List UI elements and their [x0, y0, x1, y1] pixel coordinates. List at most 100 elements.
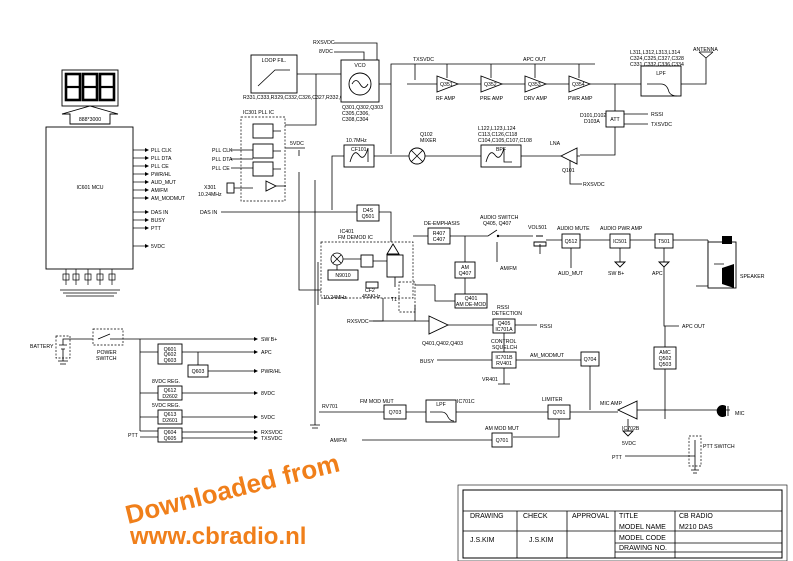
t501: T501 APC	[652, 233, 709, 287]
tb-sign-drawing: J.S.KIM	[470, 537, 495, 544]
reg5-label: 8VDC REG.	[152, 379, 180, 385]
mcu-pin-5: AM/FM	[151, 188, 168, 194]
svg-text:MIXER: MIXER	[420, 138, 437, 144]
audio-mute-block: Q512	[565, 239, 578, 245]
ptt-switch: PTT PTT SWITCH	[612, 435, 735, 474]
svg-text:Q601: Q601	[164, 347, 177, 353]
lpf-top-parts-2: C324,C325,C327,C328	[630, 56, 684, 62]
svg-text:SQUELCH: SQUELCH	[492, 345, 517, 351]
svg-text:IC701A: IC701A	[495, 327, 513, 333]
busy-label: BUSY	[420, 359, 435, 365]
power-ptt: PTT	[128, 433, 139, 439]
title-block: DRAWING CHECK APPROVAL J.S.KIM J.S.KIM T…	[457, 484, 788, 561]
tb-drawing: DRAWING	[470, 513, 504, 520]
power-q601: Q601 Q602 Q603 Q603 8VDC REG. Q612 D2602…	[128, 343, 254, 443]
fm-mod-mut-block: Q703	[389, 410, 402, 416]
tx-stage-0	[436, 75, 460, 93]
lpf-top-block: LPF L311,L312,L313,L314 C324,C325,C327,C…	[615, 50, 707, 97]
tx-stage-name-1: PRE AMP	[480, 96, 504, 102]
svg-text:Q605: Q605	[164, 436, 177, 442]
tb-model-name-label: MODEL NAME	[619, 524, 666, 531]
demod-rxsvdc: RXSVDC	[347, 319, 369, 325]
pll-label: IC301 PLL IC	[243, 110, 274, 116]
tx-stage-id-3: Q354	[572, 82, 585, 88]
svg-text:D4S: D4S	[363, 208, 374, 214]
microphone: MIC	[716, 405, 745, 417]
mcu-pin-9: PTT	[151, 226, 162, 232]
q704-block: Q704	[580, 351, 600, 410]
mcu-pin-0: PLL CLK	[151, 148, 172, 154]
svg-text:Q401: Q401	[465, 296, 478, 302]
vr401-label: VR401	[482, 377, 498, 383]
ptt-switch-label: PTT SWITCH	[703, 444, 735, 450]
mcu-pin-3: PWR/HL	[151, 172, 171, 178]
rx-chain: 10.7MHz CF101 Q102 MIXER BPF L122,L123,L…	[331, 126, 605, 210]
tb-check: CHECK	[523, 513, 548, 520]
lna-label: LNA	[550, 141, 561, 147]
limiter-label: LIMITER	[542, 397, 563, 403]
svg-text:Q407: Q407	[459, 271, 472, 277]
lpf-mod-label: LPF	[436, 402, 446, 408]
pll-block: LOOP FIL. R331,C333,R329,C332,C326,C327,…	[198, 54, 366, 202]
svg-text:D2601: D2601	[162, 418, 177, 424]
power-switch: POWER SWITCH	[92, 328, 254, 431]
svg-text:AM DE-MOD: AM DE-MOD	[456, 302, 487, 308]
svg-text:D101,D102: D101,D102	[580, 113, 606, 119]
am-mod-mut-block: Q701	[496, 438, 509, 444]
tb-model-code-label: MODEL CODE	[619, 535, 666, 542]
tx-stage-1	[480, 75, 504, 93]
power-out-5: RXSVDC	[261, 430, 283, 436]
pll-pin-dta: PLL DTA	[212, 157, 233, 163]
lna-id: Q101	[562, 168, 575, 174]
audio-mute-label: AUDIO MUTE	[557, 226, 590, 232]
mic-amp: MIC AMP IC702B 5VDC	[600, 400, 730, 447]
tx-stage-name-2: DRV AMP	[524, 96, 548, 102]
tx-stage-name-3: PWR AMP	[568, 96, 593, 102]
svg-text:R407: R407	[433, 231, 446, 237]
tx-stage-2	[524, 75, 548, 93]
vol-label: VOL501	[528, 225, 547, 231]
svg-text:C104,C105,C107,C108: C104,C105,C107,C108	[478, 138, 532, 144]
fm-demod-block: IC401 FM DEMOD IC N9010 CF2 455KHz 10.24…	[298, 150, 416, 325]
svg-text:Q405, Q407: Q405, Q407	[483, 221, 511, 227]
t501-apc: APC	[652, 271, 663, 277]
amc-block: APC OUT AMC Q502 Q503	[653, 267, 706, 419]
power-out-2: PWR/HL	[261, 369, 281, 375]
am-demod-block: Q401 AM DE-MOD	[415, 284, 488, 309]
svg-text:IC701B: IC701B	[495, 355, 513, 361]
control-squelch: CONTROL SQUELCH IC701B RV401 BUSY AM_MOD…	[420, 333, 581, 385]
am-fm-bottom: AM/FM	[330, 438, 347, 444]
apc-out-right: APC OUT	[682, 324, 706, 330]
rx-xtal-id: CF101	[351, 147, 367, 153]
das-block: DAS IN D4S Q501	[200, 204, 392, 242]
svg-text:C407: C407	[433, 237, 446, 243]
mcu-pin-8: BUSY	[151, 218, 166, 224]
demod-freq: 10.24MHz	[323, 295, 347, 301]
q704-label: Q704	[584, 357, 597, 363]
tx-stage-name-0: RF AMP	[436, 96, 456, 102]
mcu-pin-7: DAS IN	[151, 210, 169, 216]
att-txsvdc: TXSVDC	[651, 122, 672, 128]
svg-text:Q612: Q612	[164, 388, 177, 394]
mcu-pin-10: 5VDC	[151, 244, 165, 250]
audio-pwr-block: IC501	[613, 239, 627, 245]
lpf-top-parts-1: L311,L312,L313,L314	[630, 50, 680, 56]
svg-text:RV401: RV401	[496, 361, 512, 367]
battery: BATTERY	[30, 335, 93, 365]
watermark-line2: www.cbradio.nl	[129, 523, 306, 550]
am-modmut-label: AM_MODMUT	[530, 353, 565, 359]
svg-text:SWITCH: SWITCH	[96, 356, 117, 362]
vco-parts-1: Q301,Q302,Q303	[342, 105, 383, 111]
power-out-3: 8VDC	[261, 391, 275, 397]
audio-switch: AUDIO SWITCH Q405, Q407 AM/FM	[480, 215, 519, 272]
svg-text:AMC: AMC	[659, 350, 671, 356]
reg8-label: 5VDC REG.	[152, 403, 180, 409]
ptt-bottom: PTT	[612, 455, 623, 461]
deemphasis-block: DE-EMPHASIS R407 C407	[413, 221, 480, 245]
svg-text:455KHz: 455KHz	[362, 294, 381, 300]
tb-title-label: TITLE	[619, 513, 638, 520]
audio-mute: AUDIO MUTE Q512 AUD_MUT	[546, 226, 610, 277]
